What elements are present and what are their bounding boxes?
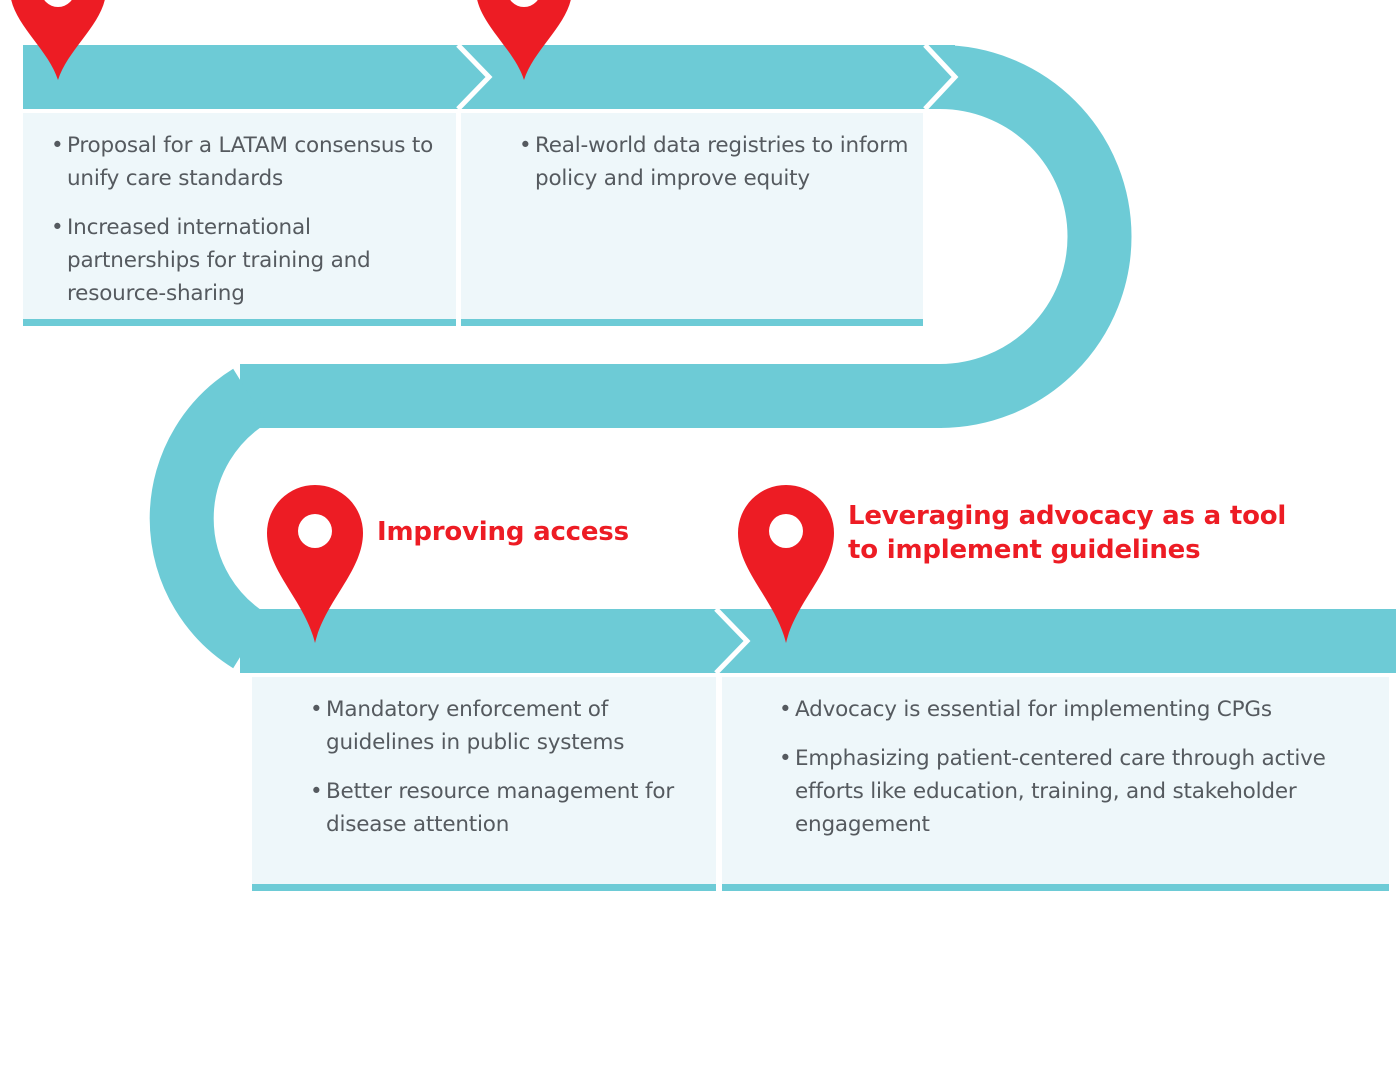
road-right-bend bbox=[939, 45, 1132, 428]
bullet-item: Real-world data registries to inform pol… bbox=[519, 129, 913, 195]
road-middle-band bbox=[240, 364, 942, 428]
bullet-item: Increased international partnerships for… bbox=[51, 211, 446, 310]
bullet-item: Better resource management for disease a… bbox=[310, 775, 708, 841]
map-pin-icon bbox=[11, 0, 105, 80]
bullet-list: Mandatory enforcement of guidelines in p… bbox=[310, 693, 708, 841]
road-left-bend bbox=[149, 368, 268, 669]
milestone-card-1: Proposal for a LATAM consensus to unify … bbox=[23, 113, 456, 326]
milestone-card-2: Real-world data registries to inform pol… bbox=[461, 113, 923, 326]
milestone-heading: Leveraging advocacy as a tool to impleme… bbox=[848, 501, 1287, 565]
road-chevron-2 bbox=[923, 43, 959, 111]
bullet-item: Emphasizing patient-centered care throug… bbox=[779, 742, 1383, 841]
bullet-list: Advocacy is essential for implementing C… bbox=[779, 693, 1383, 841]
map-pin-icon bbox=[477, 0, 571, 80]
bullet-list: Proposal for a LATAM consensus to unify … bbox=[51, 129, 446, 310]
map-pin-icon bbox=[267, 485, 363, 643]
road-bottom-band bbox=[240, 609, 1396, 673]
map-pin-icon bbox=[738, 485, 834, 643]
milestone-heading: Improving access bbox=[377, 517, 629, 547]
bullet-list: Real-world data registries to inform pol… bbox=[519, 129, 913, 195]
bullet-item: Advocacy is essential for implementing C… bbox=[779, 693, 1383, 726]
road-chevron-3 bbox=[714, 607, 751, 675]
bullet-item: Mandatory enforcement of guidelines in p… bbox=[310, 693, 708, 759]
milestone-card-4: Advocacy is essential for implementing C… bbox=[722, 677, 1389, 891]
bullet-item: Proposal for a LATAM consensus to unify … bbox=[51, 129, 446, 195]
road-chevron-1 bbox=[456, 43, 493, 111]
milestone-card-3: Mandatory enforcement of guidelines in p… bbox=[252, 677, 716, 891]
